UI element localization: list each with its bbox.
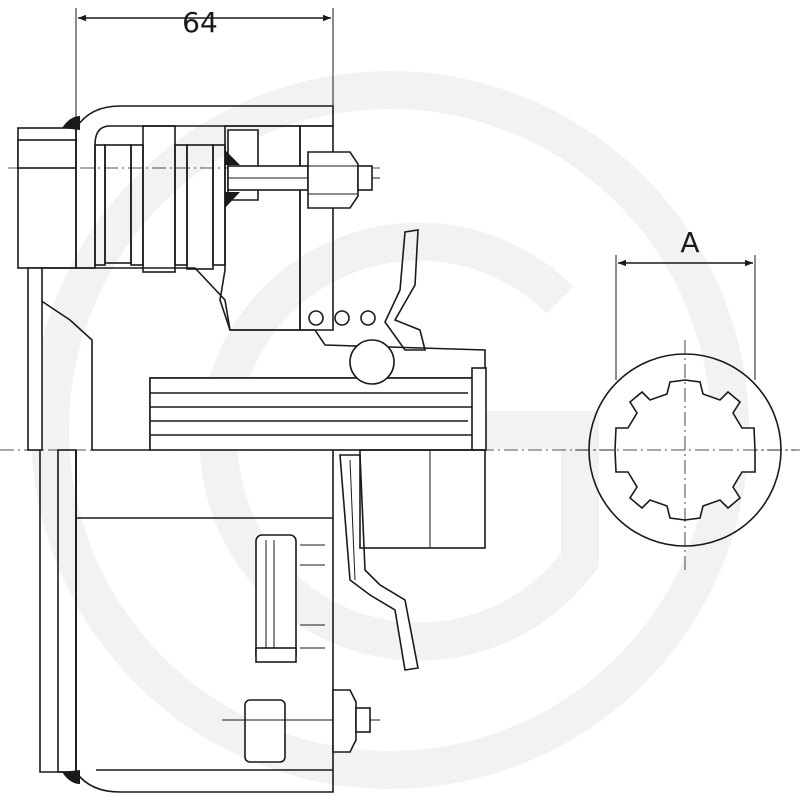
clutch-exterior-view (39, 449, 486, 793)
section-a-profile: A (575, 226, 795, 570)
width-dimension-label: 64 (182, 6, 218, 39)
clutch-housing-section (8, 105, 487, 451)
width-dimension: 64 (75, 6, 334, 118)
section-a-label: A (680, 226, 699, 259)
